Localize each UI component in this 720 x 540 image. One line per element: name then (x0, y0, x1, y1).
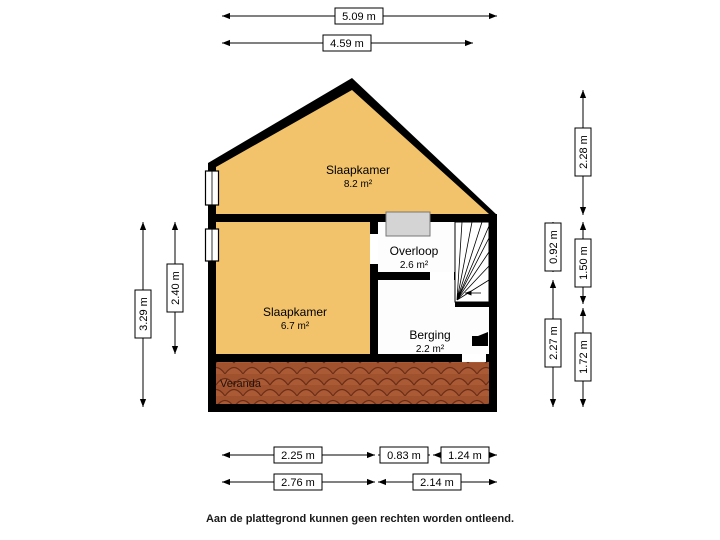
dim-box (544, 222, 562, 272)
dim-box (273, 446, 323, 464)
room-area: 8.2 m² (344, 179, 373, 190)
boiler-icon (472, 332, 488, 346)
dim-label: 2.28 m (578, 135, 590, 169)
dim-box (322, 34, 372, 52)
wall-veranda-top (208, 354, 497, 362)
dim-box (544, 318, 562, 368)
label-bedroom-top: Slaapkamer 8.2 m² (326, 163, 390, 190)
dim-box (166, 263, 184, 313)
dim-box (412, 473, 462, 491)
stair-treads (456, 221, 490, 301)
dim-box (273, 473, 323, 491)
dim-left-1: 2.40 m (166, 222, 184, 354)
floor-plan (204, 78, 497, 412)
dim-bottom-1: 0.83 m (378, 446, 430, 464)
stair-bottom-wall (455, 302, 489, 307)
room-name: Overloop (390, 244, 439, 258)
interior-walls (208, 214, 497, 362)
room-name: Slaapkamer (326, 163, 390, 177)
dim-label: 2.25 m (281, 450, 315, 462)
label-veranda: Veranda (220, 378, 262, 390)
dim-top-0: 5.09 m (222, 7, 497, 25)
dim-right-4: 1.72 m (574, 308, 592, 407)
room-bedroom-top-floor (216, 90, 489, 214)
dim-label: 1.50 m (578, 246, 590, 280)
dim-right-0: 2.28 m (574, 90, 592, 215)
dim-label: 1.72 m (578, 340, 590, 374)
dim-box (574, 332, 592, 382)
dim-bottom-2: 1.24 m (433, 446, 497, 464)
dimensions: 5.09 m 4.59 m 3.29 m 2.40 m (134, 7, 592, 491)
dim-right-3: 2.27 m (544, 280, 562, 407)
dim-label: 0.92 m (548, 230, 560, 264)
dim-right-2: 1.50 m (574, 222, 592, 304)
dim-label: 5.09 m (342, 11, 376, 23)
door-openings (370, 234, 486, 362)
room-veranda-roof-tiles (216, 362, 489, 404)
dim-label: 2.14 m (420, 477, 454, 489)
dim-label: 1.24 m (448, 450, 482, 462)
dim-box (440, 446, 490, 464)
room-area: 6.7 m² (281, 321, 310, 332)
dim-left-0: 3.29 m (134, 222, 152, 407)
dim-label: 2.40 m (170, 271, 182, 305)
door-bedroom-hallway (370, 234, 378, 264)
windows (204, 170, 220, 262)
label-bedroom-left: Slaapkamer 6.7 m² (263, 305, 327, 332)
dim-box (379, 446, 429, 464)
wall-attic-floor (208, 214, 497, 222)
closet-block (385, 211, 431, 237)
dim-label: 2.76 m (281, 477, 315, 489)
room-name: Berging (409, 328, 450, 342)
door-hallway-storage (430, 272, 454, 280)
wall-hallway-storage (378, 272, 455, 280)
dim-right-1: 0.92 m (544, 222, 562, 272)
disclaimer-text: Aan de plattegrond kunnen geen rechten w… (206, 513, 514, 525)
staircase (454, 221, 490, 307)
room-name: Slaapkamer (263, 305, 327, 319)
room-area: 2.6 m² (400, 260, 429, 271)
dim-box (574, 127, 592, 177)
dim-top-1: 4.59 m (222, 34, 473, 52)
dim-label: 3.29 m (138, 297, 150, 331)
label-storage: Berging 2.2 m² (409, 328, 450, 355)
room-bedroom-left-floor (216, 222, 370, 354)
room-area: 2.2 m² (416, 344, 445, 355)
dim-box (134, 289, 152, 339)
room-labels: Slaapkamer 8.2 m² Slaapkamer 6.7 m² Over… (220, 163, 451, 390)
door-storage-veranda (462, 354, 486, 362)
dim-label: 0.83 m (387, 450, 421, 462)
dim-label: 4.59 m (330, 38, 364, 50)
dim-box (574, 238, 592, 288)
dim-box (334, 7, 384, 25)
label-hallway: Overloop 2.6 m² (390, 244, 439, 271)
dim-bottom-4: 2.14 m (378, 473, 497, 491)
dim-label: 2.27 m (548, 326, 560, 360)
wall-bedroom-hallway (370, 222, 378, 354)
dim-bottom-0: 2.25 m (222, 446, 375, 464)
dim-bottom-3: 2.76 m (222, 473, 375, 491)
